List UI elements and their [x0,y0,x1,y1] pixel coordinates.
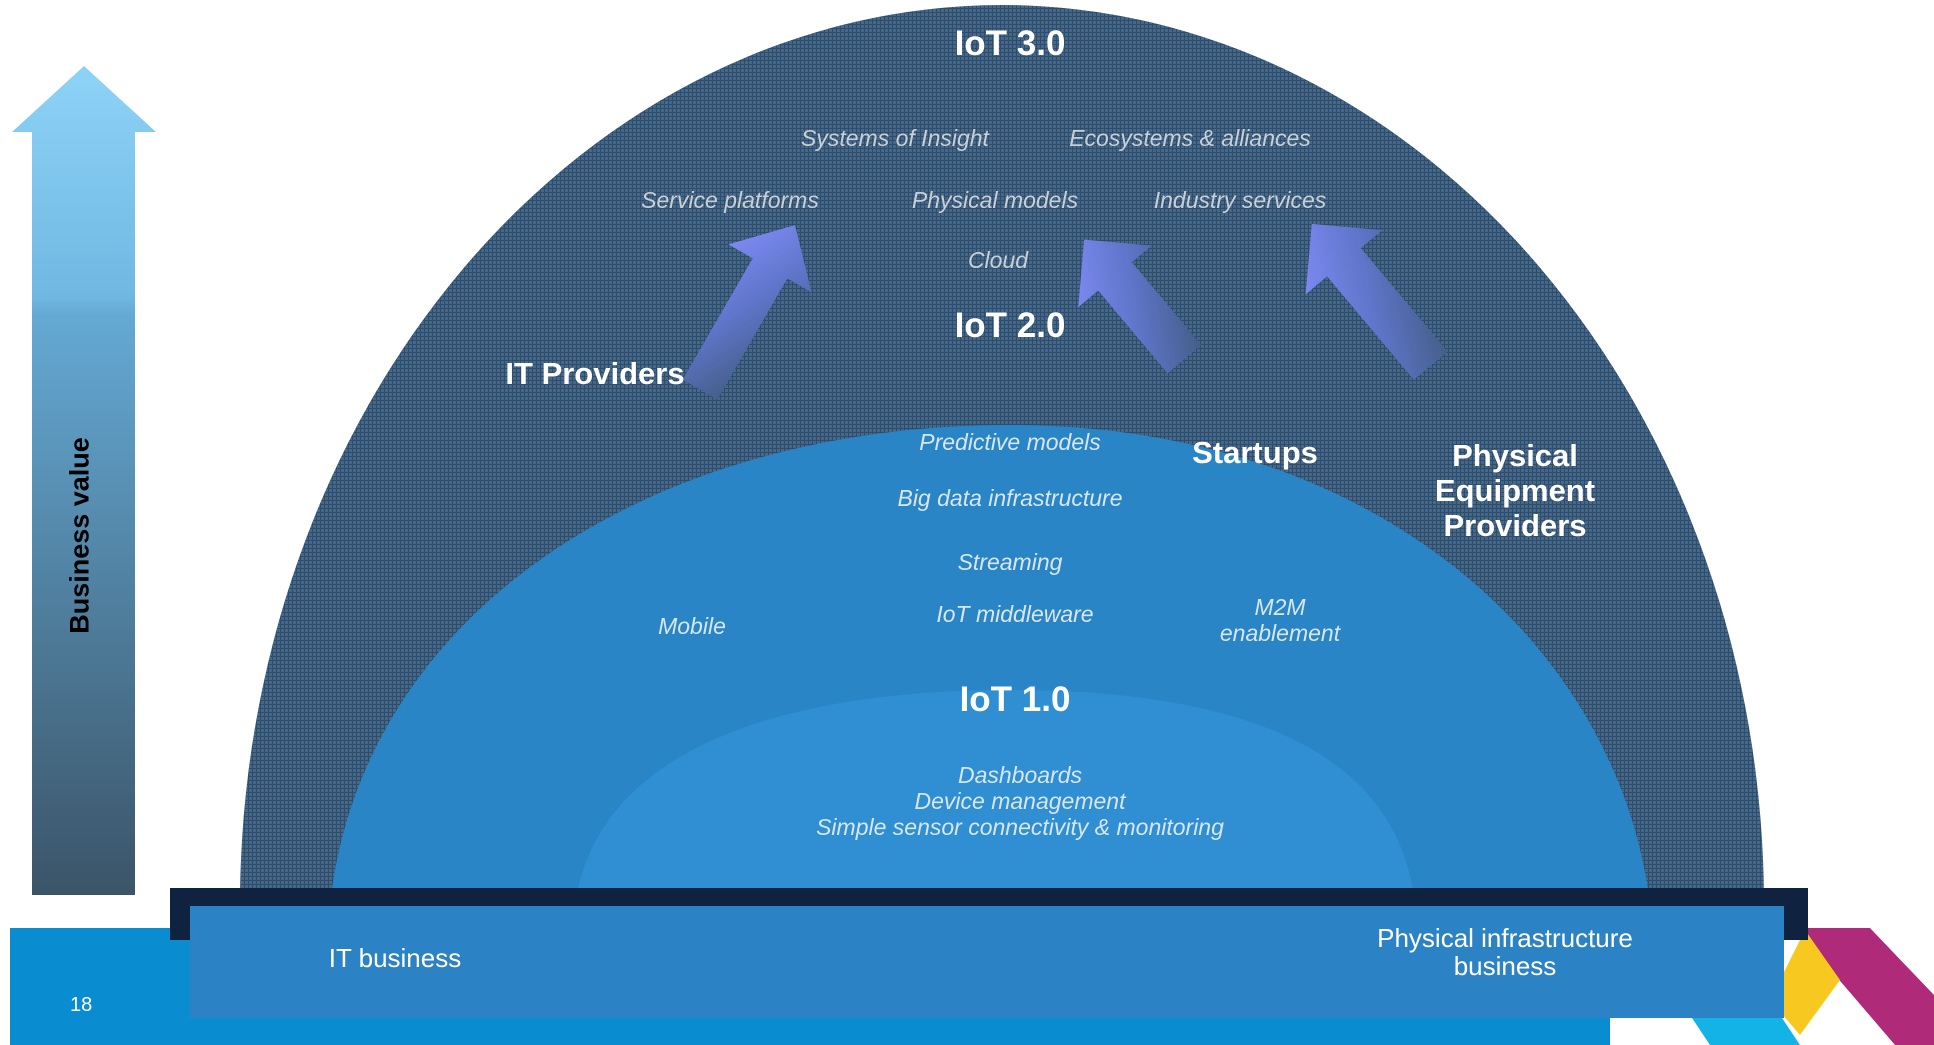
provider-arrow-it [682,225,812,400]
it-business-label: IT business [328,943,462,973]
iot3-service-platforms: Service platforms [641,187,819,213]
base-bar [190,906,1784,1018]
iot3-industry-services: Industry services [1153,187,1327,213]
page-number: 18 [70,994,93,1016]
iot2-title: IoT 2.0 [954,306,1066,345]
iot1-device-management: Device management [914,788,1126,814]
iot2-streaming: Streaming [957,549,1063,575]
iot2-m2m-line2: enablement [1219,620,1341,646]
iot2-big-data: Big data infrastructure [897,485,1123,511]
physical-providers-line2: Equipment [1434,473,1596,508]
iot3-title: IoT 3.0 [954,24,1066,63]
corner-shape-yellow [1770,930,1840,1035]
physical-infra-line2: business [1453,951,1557,981]
corner-shape-magenta [1795,928,1934,1045]
iot1-dome [575,690,1415,905]
iot1-title: IoT 1.0 [959,680,1071,719]
physical-providers-line3: Providers [1443,508,1587,543]
iot2-mobile: Mobile [658,613,726,639]
iot2-m2m-line1: M2M [1254,594,1306,620]
iot3-cloud: Cloud [967,247,1029,273]
corner-shape-cyan [1690,1015,1800,1045]
business-value-label: Business value [64,437,95,634]
iot3-ecosystems-alliances: Ecosystems & alliances [1069,125,1311,151]
iot1-dashboards: Dashboards [957,762,1083,788]
physical-providers-line1: Physical [1452,438,1578,473]
business-value-arrow [12,66,156,895]
iot2-predictive-models: Predictive models [919,429,1101,455]
physical-infra-line1: Physical infrastructure [1377,923,1633,953]
provider-arrow-physical [1305,223,1448,380]
iot2-m2m: M2M enablement [1180,594,1380,646]
iot3-physical-models: Physical models [911,187,1079,213]
provider-arrow-startups [1078,239,1202,374]
iot1-sensor-connectivity: Simple sensor connectivity & monitoring [816,814,1224,840]
physical-equipment-providers-label: Physical Equipment Providers [1410,438,1620,543]
startups-label: Startups [1192,435,1318,470]
physical-infrastructure-business-label: Physical infrastructure business [1340,924,1670,980]
iot3-systems-of-insight: Systems of Insight [801,125,989,151]
iot2-iot-middleware: IoT middleware [936,601,1094,627]
it-providers-label: IT Providers [505,356,685,391]
